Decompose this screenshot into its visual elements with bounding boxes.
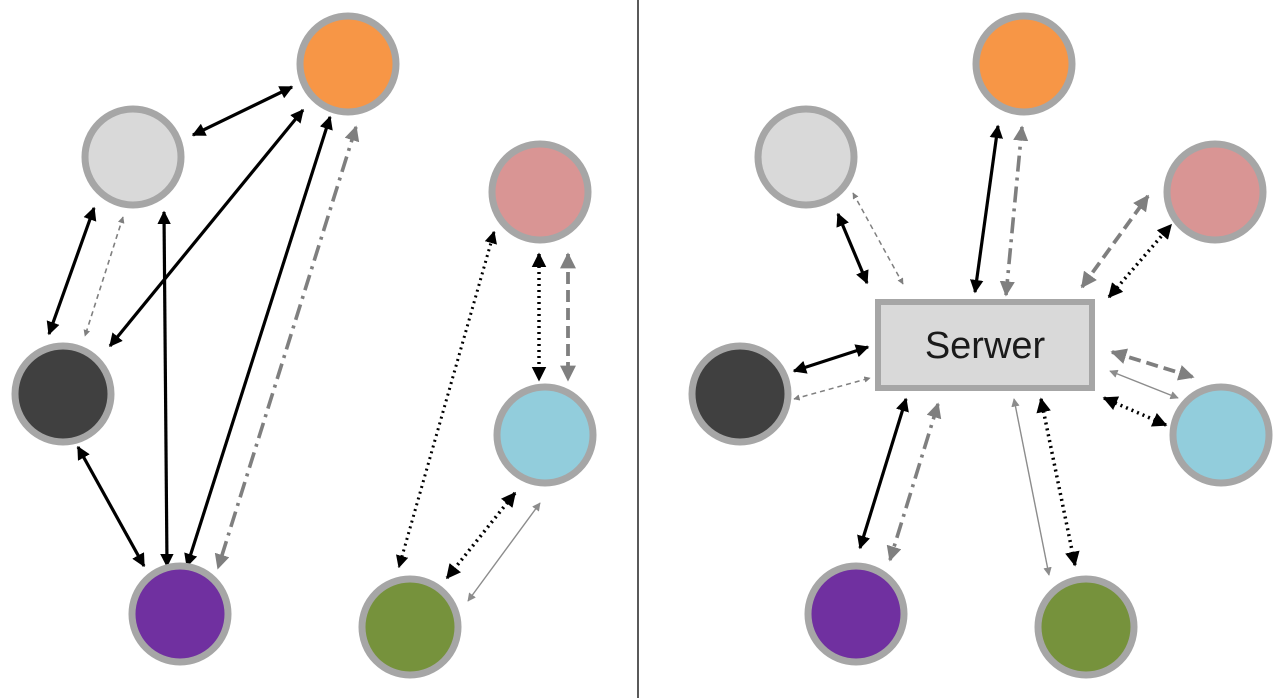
edge-orange-purple-dashdot [214,125,360,570]
edge-server-pink-dotted [1107,223,1173,299]
right-connections [792,124,1195,576]
edge-server-lightgray [836,212,869,285]
left-nodes [11,12,597,679]
right-node-orange [972,12,1076,116]
edge-lightgray-orange [191,85,294,137]
edge-lightgray-darkgray [46,206,97,336]
right-nodes [688,12,1273,679]
edge-server-purple-dashdot [886,402,942,562]
edge-server-darkgray-dashed [793,376,871,401]
left-node-purple [128,562,232,666]
right-node-green [1034,575,1138,679]
left-node-orange [296,12,400,116]
edge-server-blue-dashed [1110,348,1195,381]
edge-pink-green-dotted [396,230,497,569]
left-node-blue [493,383,597,487]
edge-lightgray-darkgray-dashed [83,216,125,337]
edge-blue-green-dotted [445,491,517,580]
left-node-lightgray [81,105,185,209]
edge-orange-purple [184,115,333,568]
left-node-pink [488,140,592,244]
edge-server-darkgray [792,344,870,374]
left-node-darkgray [11,342,115,446]
edge-server-green-dotted [1036,397,1080,567]
edge-server-orange-dashdot [999,125,1029,297]
edge-server-blue-thin [1109,369,1179,400]
edge-blue-green-thin [467,502,541,602]
edge-server-orange [970,124,1003,294]
edge-lightgray-purple [157,210,174,568]
right-node-darkgray [688,342,792,446]
left-connections [46,85,576,602]
server-rect [875,299,1095,391]
right-node-blue [1169,383,1273,487]
right-node-pink [1163,140,1267,244]
left-node-green [358,575,462,679]
edge-server-pink-dashed [1080,194,1150,289]
right-node-purple [804,562,908,666]
server-box: Serwer [875,299,1095,391]
edge-server-blue-dotted [1102,396,1168,427]
edge-server-green-thin [1011,398,1052,576]
right-node-lightgray [754,105,858,209]
edge-darkgray-purple [76,445,146,568]
server-label: Serwer [925,325,1046,367]
